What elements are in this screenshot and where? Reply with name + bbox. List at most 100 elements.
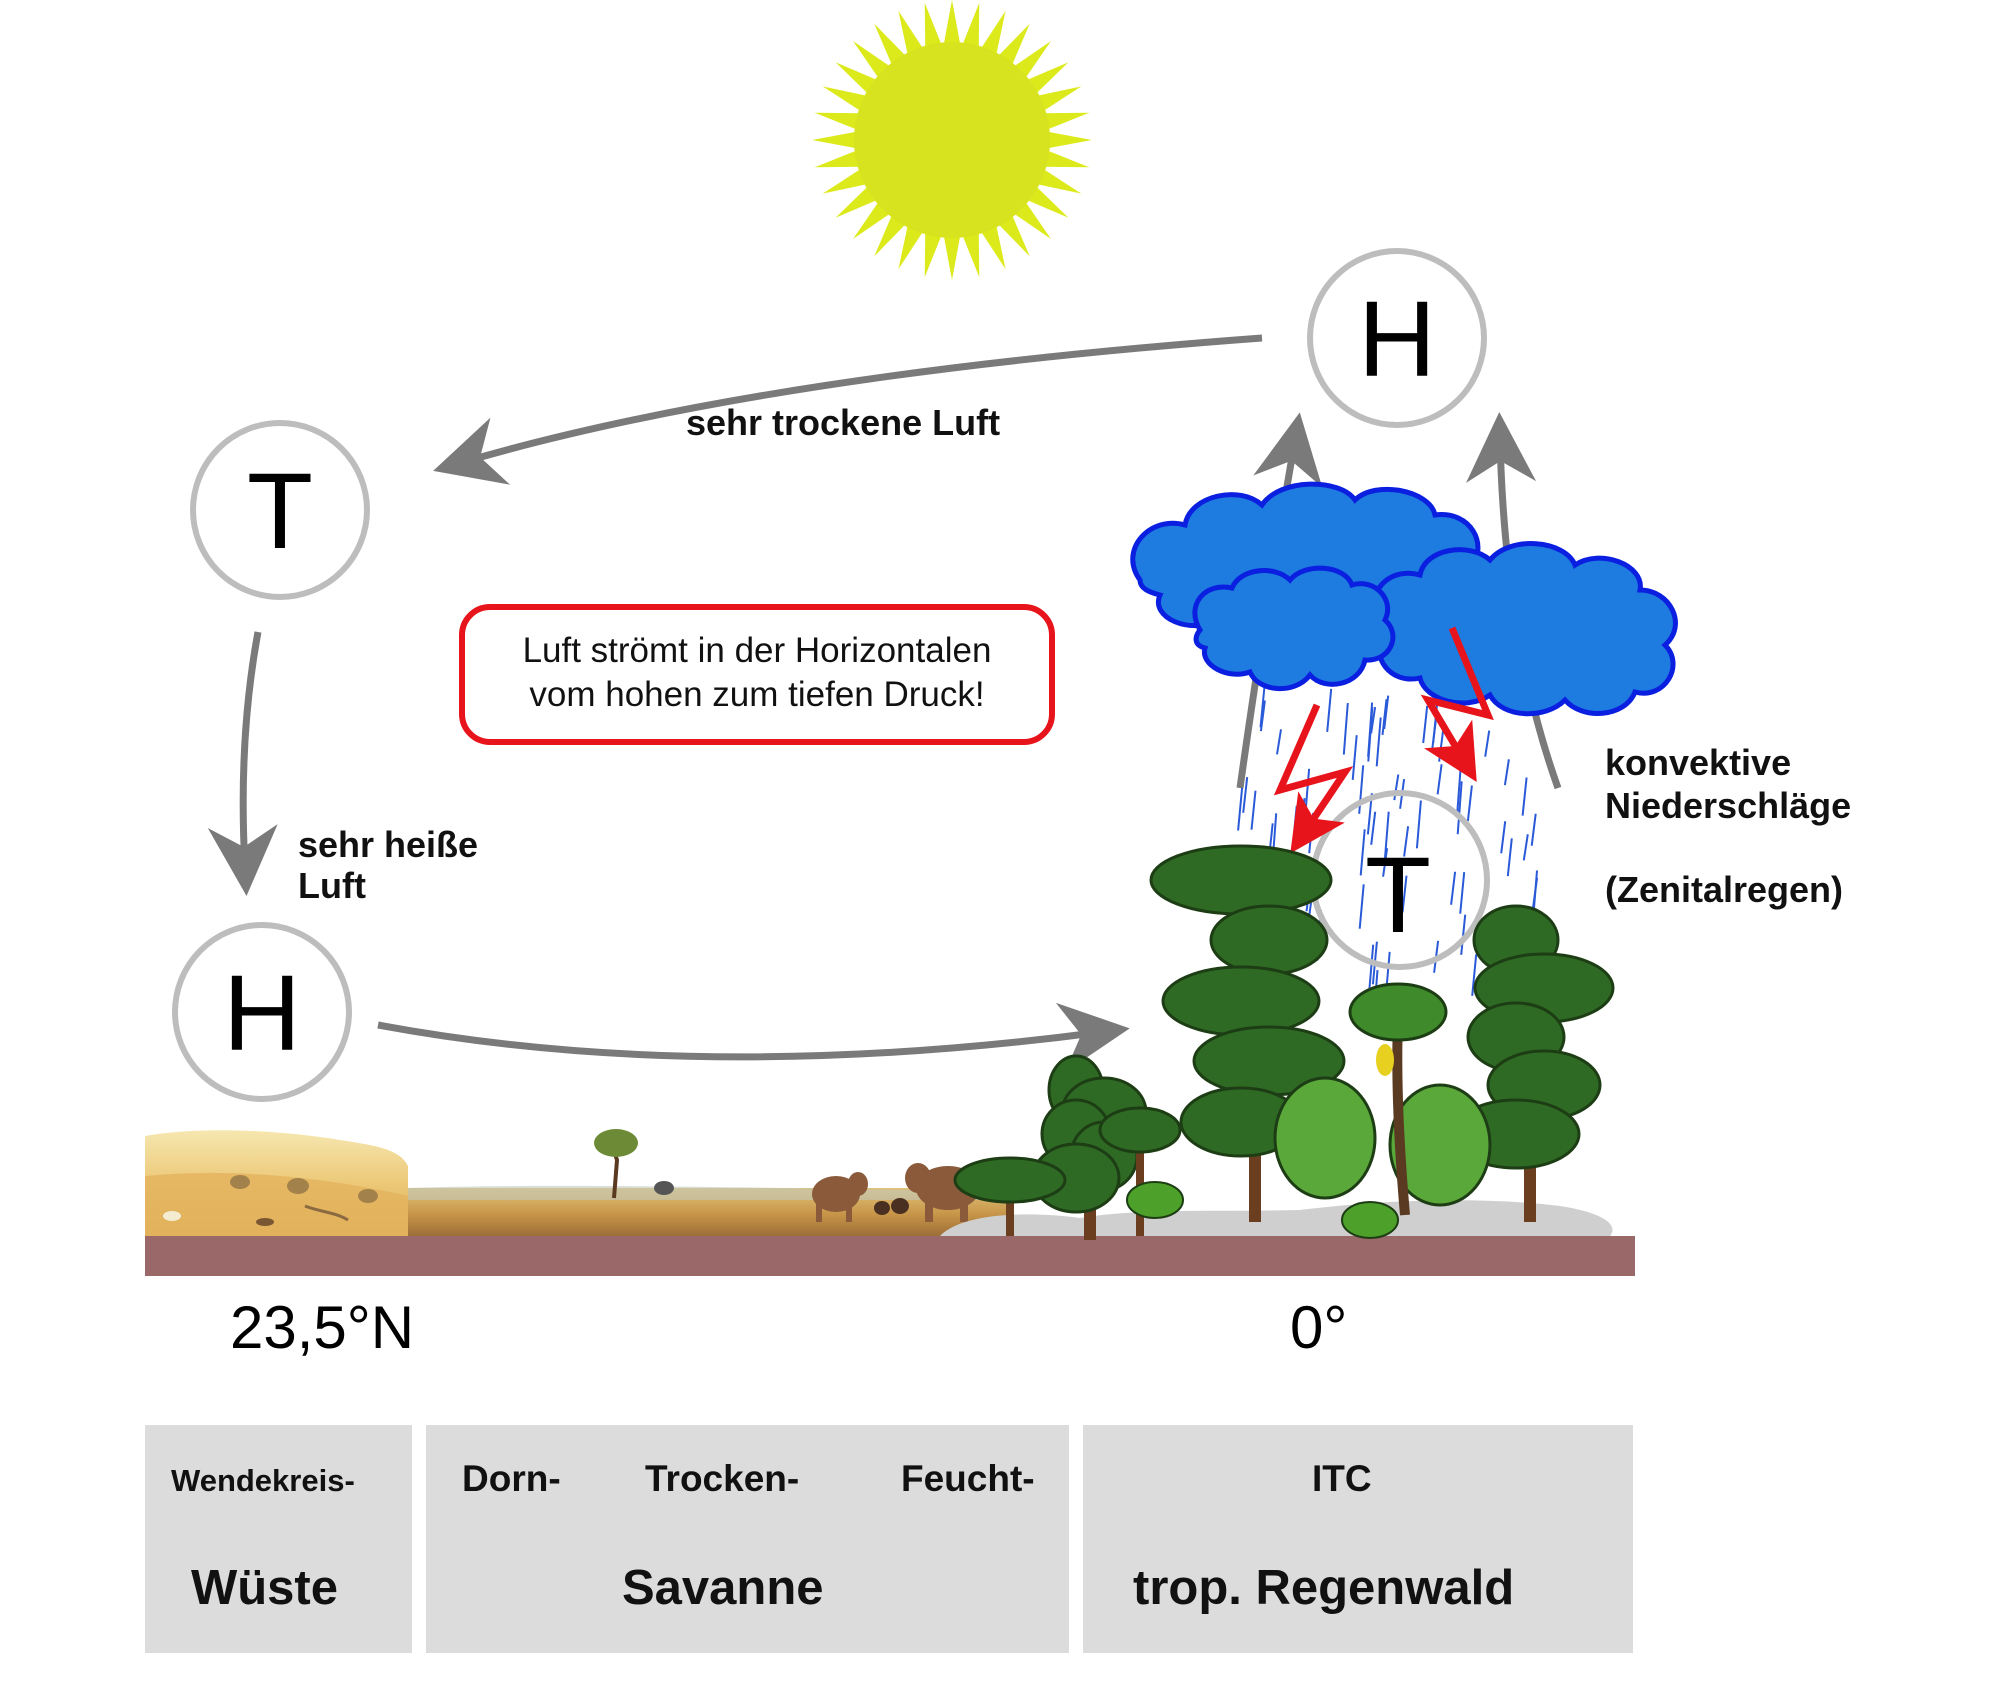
zone-desert [145, 1425, 412, 1653]
rain-streak [1250, 790, 1257, 830]
tree-trunk [1006, 1180, 1014, 1236]
rain-streak [1466, 785, 1473, 822]
bush [1388, 1083, 1492, 1207]
rain-streak [1370, 811, 1377, 845]
rain-streak [1430, 720, 1437, 753]
rain-streak [1438, 730, 1445, 762]
rain-streak [1381, 699, 1388, 736]
rain-streak [1503, 759, 1510, 786]
bush [1273, 1076, 1377, 1200]
zone-savanna [426, 1425, 1069, 1653]
svg-text:Luft strömt in der Horizontale: Luft strömt in der Horizontalen [523, 631, 992, 670]
latitude-equator-label: 0° [1290, 1294, 1347, 1361]
rain-streak [1530, 813, 1537, 846]
savanna-landscape [408, 1129, 1008, 1236]
rain-streak [1383, 811, 1390, 862]
zone-desert-main: Wüste [191, 1561, 338, 1615]
rain-streak [1422, 705, 1429, 744]
rain-streak [1532, 877, 1539, 908]
hot-air-label-2: Luft [298, 865, 366, 906]
rain-streak [1500, 821, 1507, 854]
surface-flow-arrow [377, 1002, 1130, 1073]
zone-rainforest [1083, 1425, 1633, 1653]
rain-streak [1382, 848, 1389, 877]
rain-streak [1450, 871, 1457, 905]
zone-savanna-sub-dry: Trocken- [645, 1458, 800, 1499]
rain-streak [1291, 805, 1298, 848]
desert-landscape [145, 1130, 408, 1236]
rain-streak [1370, 706, 1377, 734]
rain-streak [1506, 838, 1513, 877]
svg-text:T: T [1365, 834, 1431, 955]
dry-air-label: sehr trockene Luft [686, 402, 1000, 443]
rain-streak [1436, 764, 1443, 795]
tree-canopy [1149, 844, 1333, 916]
zone-rainforest-main: trop. Regenwald [1133, 1561, 1515, 1615]
fern [1341, 1201, 1399, 1239]
rain-streak [1359, 829, 1366, 876]
rain-streak [1521, 777, 1528, 816]
rain-streak [1276, 729, 1282, 755]
surface-high-pressure: H [172, 922, 352, 1102]
convective-label-2: Niederschläge [1605, 785, 1851, 826]
rain-streak [1401, 875, 1408, 913]
rain-streak [1403, 826, 1410, 857]
svg-text:T: T [247, 450, 313, 571]
rain-streak [1368, 944, 1375, 992]
tree-canopy [953, 1156, 1067, 1204]
rain-streak [1259, 686, 1266, 728]
tree-trunk [1136, 1130, 1144, 1236]
rain-streak [1342, 703, 1349, 755]
zone-savanna-main: Savanne [622, 1561, 824, 1615]
palm-crown [1348, 982, 1448, 1042]
surface-low-pressure: T [1310, 790, 1490, 970]
zone-rainforest-sub: ITC [1312, 1458, 1372, 1499]
hot-air-label-1: sehr heiße [298, 824, 478, 865]
lightning-bolt-icon [1420, 626, 1494, 783]
rain-streak [1259, 700, 1266, 732]
rain-streak [1358, 884, 1365, 929]
lightning-bolt-icon [1273, 703, 1354, 854]
rain-streak [1367, 702, 1374, 757]
rain-streak [1242, 776, 1249, 813]
rain-streak [1326, 688, 1333, 732]
rain-streak [1460, 914, 1467, 955]
rain-streak [1351, 735, 1358, 780]
latitude-tropic-label: 23,5°N [230, 1294, 414, 1361]
zenital-rain-label: (Zenitalregen) [1605, 869, 1843, 910]
zone-desert-sub: Wendekreis- [171, 1463, 355, 1498]
svg-text:H: H [1358, 278, 1436, 399]
rain-streak [1358, 765, 1365, 814]
rain-streak [1393, 774, 1400, 801]
rain-streak [1484, 730, 1491, 757]
upper-flow-arrow [433, 334, 1263, 485]
rain-streak [1471, 954, 1478, 996]
upper-low-pressure: T [190, 420, 370, 600]
sun-icon [812, 0, 1092, 280]
rain-streak [1375, 717, 1382, 767]
convective-label-1: konvektive [1605, 742, 1791, 783]
rain-streak [1459, 872, 1466, 914]
rain-streak [1383, 695, 1390, 730]
tree-canopy [1161, 965, 1321, 1037]
banana-bunch [1376, 1044, 1394, 1076]
tree-canopy [1098, 1106, 1182, 1154]
fern [1126, 1181, 1184, 1219]
svg-text:H: H [223, 952, 301, 1073]
rain-streak [1237, 787, 1244, 831]
ground-strip [145, 1236, 1635, 1276]
rain-streak [1522, 834, 1529, 861]
note-box: Luft strömt in der Horizontalen vom hohe… [459, 604, 1055, 745]
svg-text:vom hohen zum tiefen Druck!: vom hohen zum tiefen Druck! [529, 675, 984, 714]
zone-savanna-sub-thorn: Dorn- [462, 1458, 561, 1499]
rain-streak [1304, 768, 1311, 818]
tree-canopy [1209, 904, 1329, 976]
zone-savanna-sub-wet: Feucht- [901, 1458, 1035, 1499]
rain-streak [1456, 781, 1463, 835]
rainforest-landscape [940, 844, 1615, 1240]
storm-cloud-icon [1130, 481, 1678, 717]
descending-flow-arrow [207, 631, 278, 896]
upper-high-pressure: H [1307, 248, 1487, 428]
rain-streak [1415, 800, 1422, 849]
